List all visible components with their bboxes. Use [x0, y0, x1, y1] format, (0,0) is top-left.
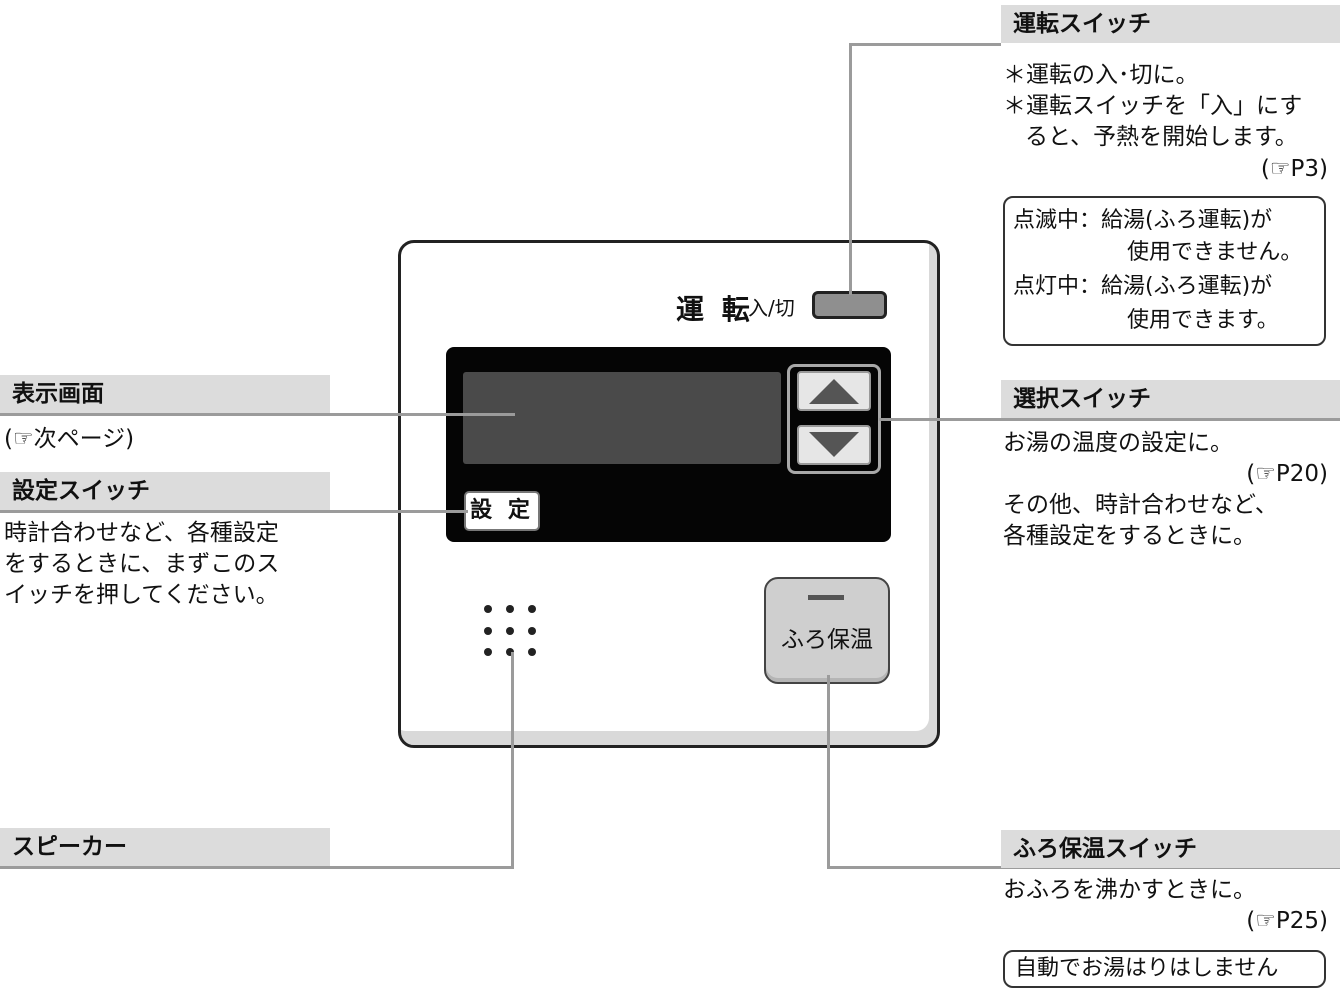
- callout-title-unten: 運転スイッチ: [1001, 5, 1340, 43]
- callout-title-hyouji: 表示画面: [0, 375, 330, 413]
- settei-button[interactable]: 設 定: [464, 491, 540, 531]
- note-line: 使用できます。: [1127, 308, 1279, 333]
- leader-line-speaker: [0, 866, 514, 869]
- callout-text-settei: をするときに、まずこのス: [4, 551, 280, 577]
- triangle-up-icon: [809, 379, 859, 404]
- callout-title-speaker: スピーカー: [0, 828, 330, 866]
- page-ref-sentaku: (☞P20): [1246, 461, 1328, 487]
- callout-text-settei: 時計合わせなど、各種設定: [4, 520, 279, 546]
- callout-title-furo: ふろ保温スイッチ: [1001, 830, 1340, 868]
- run-switch-button[interactable]: [812, 291, 887, 319]
- callout-text-furo: おふろを沸かすときに。: [1003, 877, 1256, 903]
- callout-text-sentaku: その他、時計合わせなど、: [1003, 492, 1278, 518]
- note-box-furo: 自動でお湯はりはしません: [1003, 950, 1326, 988]
- speaker-hole: [506, 605, 514, 613]
- note-line: 使用できません。: [1127, 240, 1303, 265]
- callout-text-settei: イッチを押してください。: [4, 582, 279, 608]
- speaker-hole: [528, 627, 536, 635]
- note-line: 点滅中：給湯(ふろ運転)が: [1013, 208, 1273, 233]
- display-screen: [463, 372, 781, 464]
- callout-text-unten: ると、予熱を開始します。: [1025, 124, 1298, 150]
- run-label: 運 転: [676, 293, 754, 326]
- page-ref-unten: (☞P3): [1260, 156, 1328, 182]
- down-button[interactable]: [797, 425, 871, 465]
- leader-line-furo: [827, 675, 830, 868]
- page-ref-furo: (☞P25): [1246, 908, 1328, 934]
- run-sub-label: 入/切: [748, 296, 795, 320]
- callout-title-sentaku: 選択スイッチ: [1001, 380, 1340, 418]
- leader-line-sentaku: [879, 418, 1340, 421]
- triangle-down-icon: [809, 432, 859, 457]
- speaker-hole: [506, 648, 514, 656]
- callout-text-sentaku: お湯の温度の設定に。: [1003, 430, 1233, 456]
- note-line: 点灯中：給湯(ふろ運転)が: [1013, 274, 1273, 299]
- callout-text-unten: ＊運転スイッチを「入」にす: [1003, 93, 1303, 119]
- speaker-hole: [484, 648, 492, 656]
- note-line: 自動でお湯はりはしません: [1015, 956, 1279, 981]
- speaker-hole: [506, 627, 514, 635]
- note-box-unten: 点滅中：給湯(ふろ運転)が 使用できません。 点灯中：給湯(ふろ運転)が 使用で…: [1003, 196, 1326, 346]
- leader-line-unten: [849, 43, 852, 295]
- speaker-hole: [528, 648, 536, 656]
- speaker-hole: [484, 627, 492, 635]
- leader-line-hyouji: [0, 413, 515, 416]
- callout-text-unten: ＊運転の入･切に。: [1003, 62, 1199, 88]
- leader-line-speaker: [511, 652, 514, 869]
- furo-indicator-lamp: [808, 595, 844, 600]
- up-button[interactable]: [797, 371, 871, 411]
- leader-line-unten: [849, 43, 1001, 46]
- furo-button-label: ふろ保温: [781, 627, 873, 653]
- page-ref-hyouji: (☞次ページ): [4, 426, 135, 452]
- callout-text-sentaku: 各種設定をするときに。: [1003, 523, 1256, 549]
- speaker-hole: [484, 605, 492, 613]
- leader-line-settei: [0, 510, 468, 513]
- speaker-hole: [528, 605, 536, 613]
- callout-title-settei: 設定スイッチ: [0, 472, 330, 510]
